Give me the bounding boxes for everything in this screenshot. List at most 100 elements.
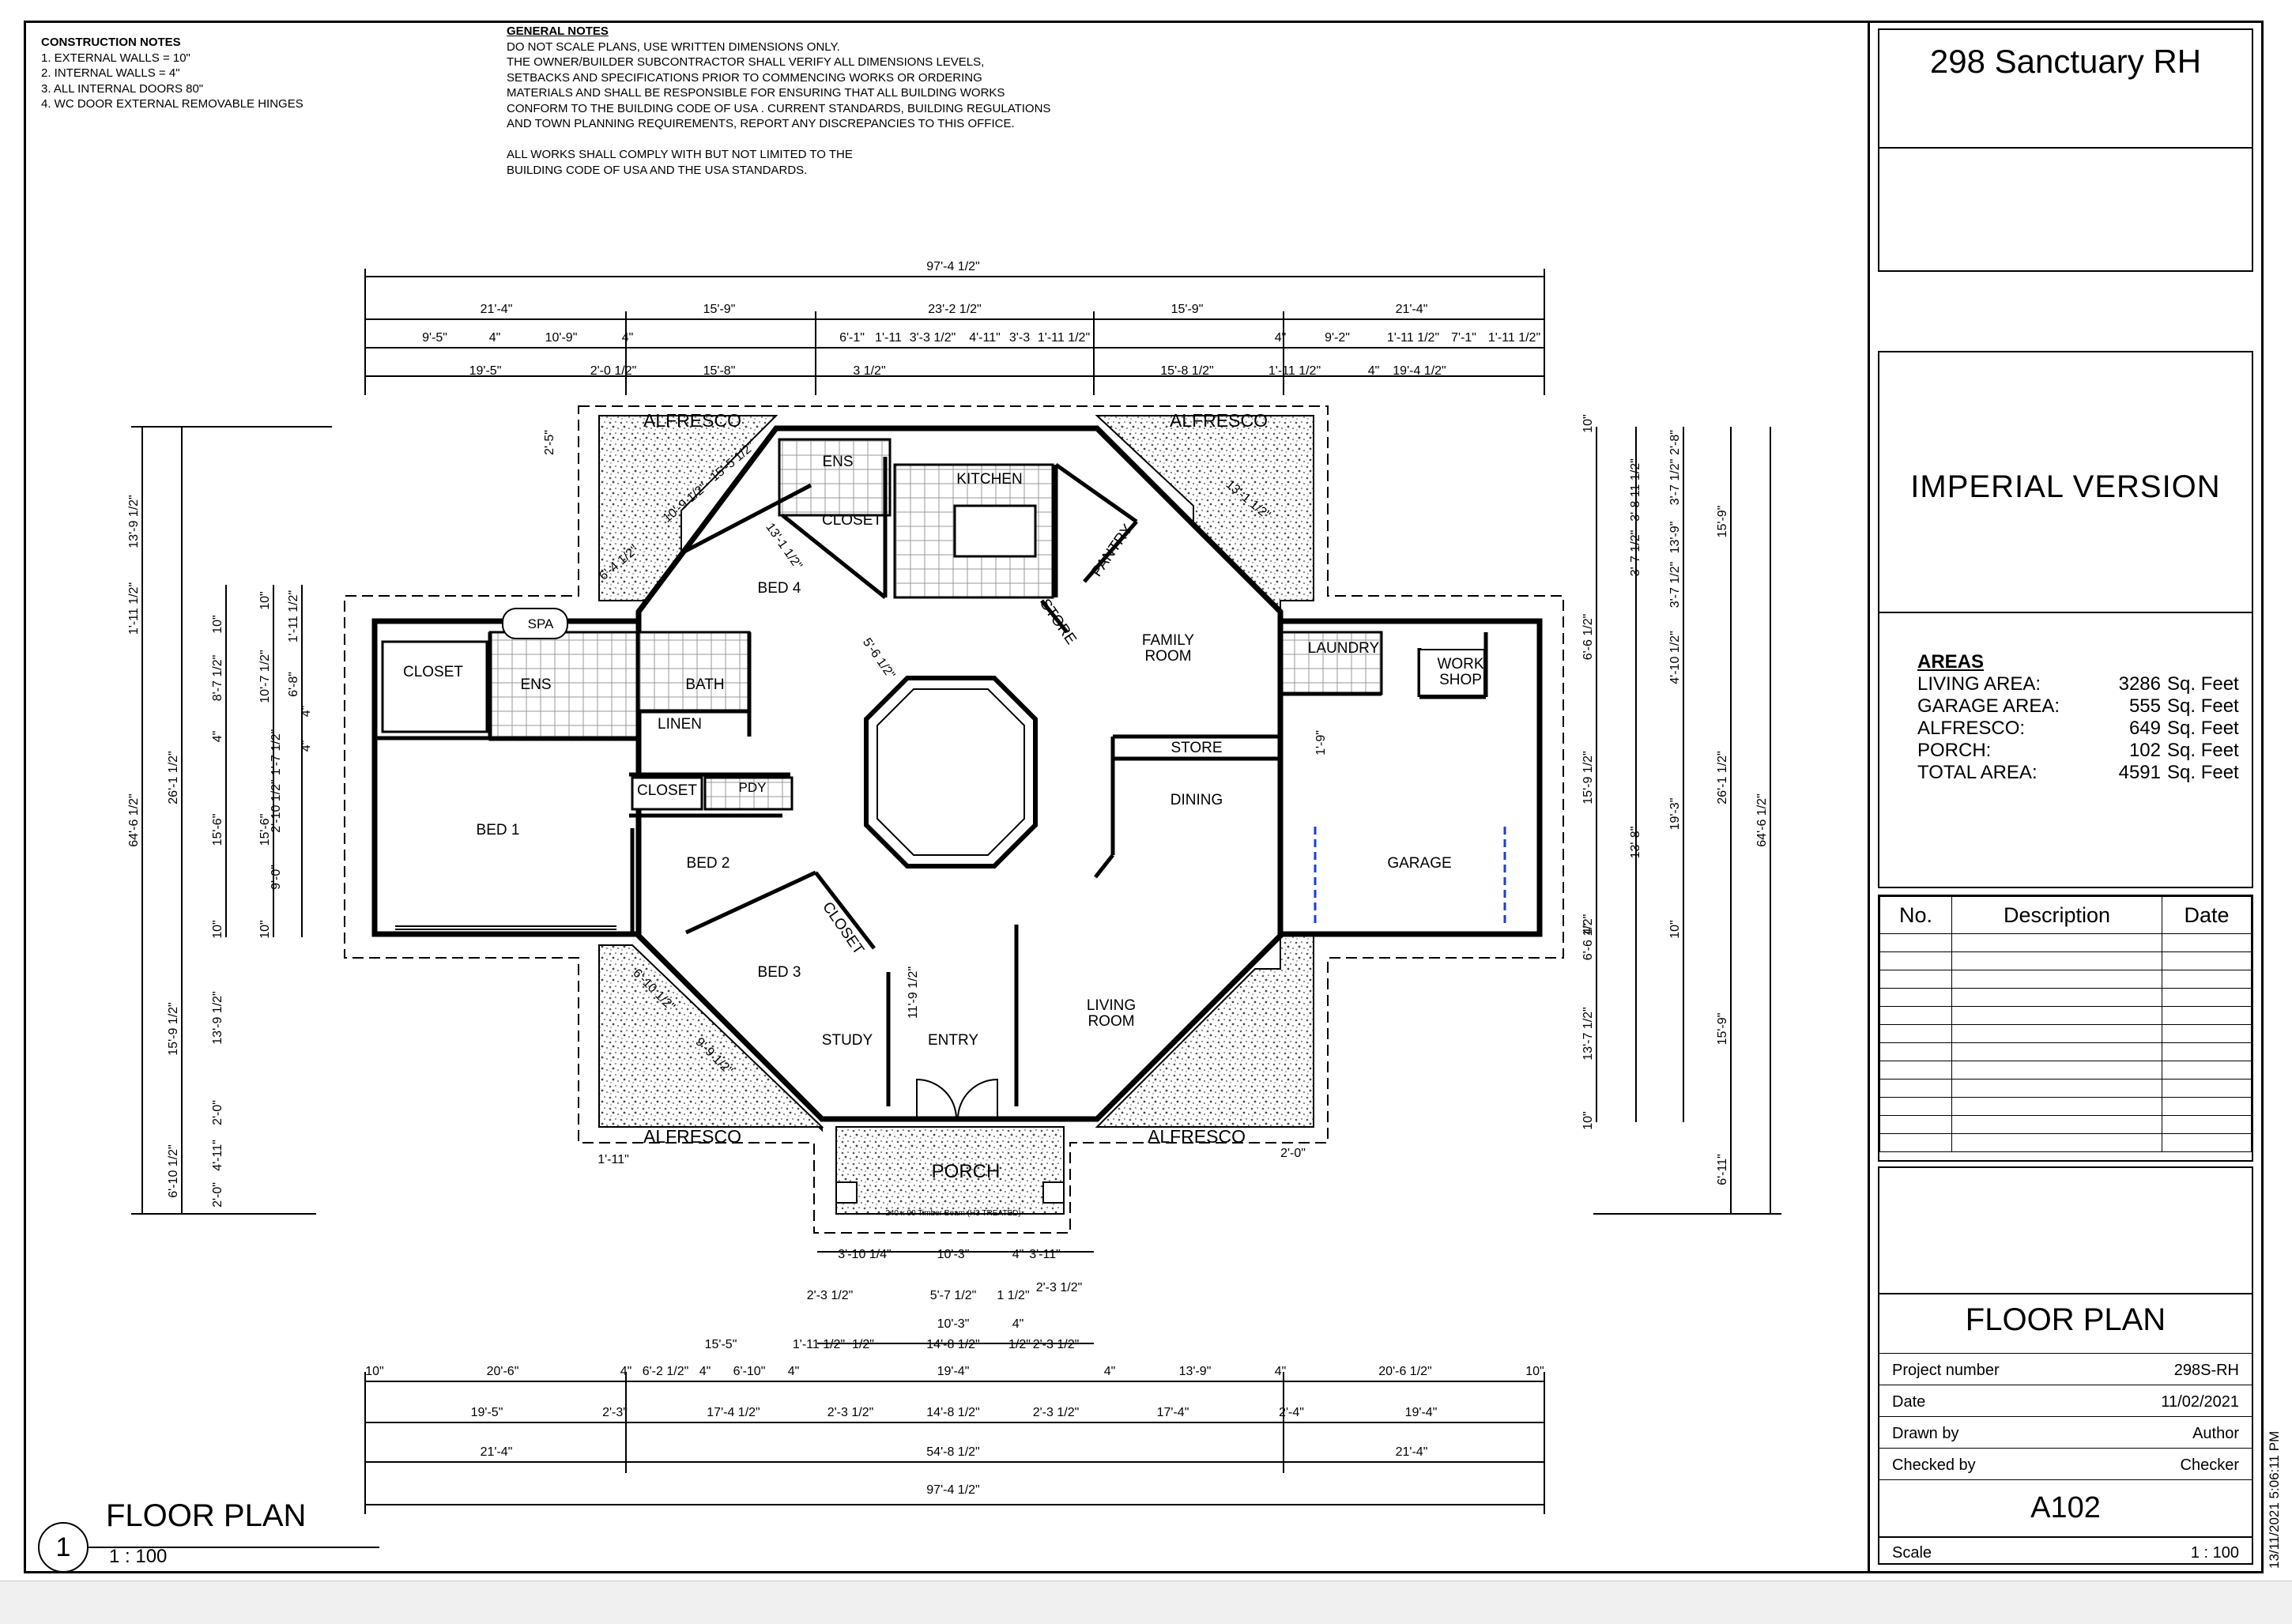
bottom-dimension-text: 3'-10 1/4" 10'-3" 4" 3'-11" 2'-3 1/2" 5'…: [365, 1248, 1544, 1497]
top-dimension-text: 97'-4 1/2" 21'-4" 15'-9" 23'-2 1/2" 15'-…: [422, 260, 1540, 378]
wall: [781, 514, 887, 599]
room-labels: ALFRESCO ALFRESCO ALFRESCO ALFRESCO ENS …: [403, 410, 1484, 1218]
closet-label: CLOSET: [637, 782, 697, 799]
dim-text: 6'-2 1/2": [643, 1365, 689, 1378]
field-value: 298S-RH: [2173, 1362, 2239, 1379]
revision-header: Description: [1951, 896, 2162, 934]
dim-text: 10": [258, 920, 272, 938]
dim-text: 15'-5": [705, 1338, 737, 1351]
dim-text: 10'-9": [545, 331, 578, 345]
dim-text: 13'-8": [1629, 827, 1642, 859]
construction-notes-title: CONSTRUCTION NOTES: [41, 36, 181, 49]
general-note-line: MATERIALS AND SHALL BE RESPONSIBLE FOR E…: [507, 86, 1005, 100]
dim-text: 21'-4": [481, 1445, 513, 1459]
dim-text: 97'-4 1/2": [926, 260, 979, 273]
revision-row: [1879, 970, 2252, 989]
dim-text: 4": [1012, 1317, 1024, 1331]
general-note-line: ALL WORKS SHALL COMPLY WITH BUT NOT LIMI…: [507, 148, 853, 161]
drawing-title: FLOOR PLAN: [1965, 1302, 2166, 1337]
dim-text: 4'-11": [211, 1140, 224, 1171]
ens-tiles-left: [488, 631, 639, 741]
bottom-band: [0, 1581, 2292, 1624]
sheet-info-blank: [1879, 1168, 2252, 1294]
alfresco-label: ALFRESCO: [1148, 1126, 1246, 1147]
wall: [1054, 462, 1138, 524]
logo-box: [1878, 147, 2253, 272]
dim-text: 3'-8 11 1/2": [1629, 458, 1642, 522]
dim-text: 17'-4": [1157, 1406, 1189, 1419]
revision-table: No. Description Date: [1879, 896, 2252, 1152]
living-room-label: ROOM: [1088, 1013, 1134, 1030]
revision-row: [1879, 1024, 2252, 1043]
revision-header-row: No. Description Date: [1879, 896, 2252, 934]
dim-text: 5'-7 1/2": [930, 1289, 977, 1302]
dim-text: 19'-4 1/2": [1393, 364, 1446, 378]
field-label: Checked by: [1892, 1456, 1976, 1474]
dim-text: 6'-11": [1716, 1154, 1729, 1185]
dim-text: 1'-9": [1314, 730, 1328, 755]
revision-row: [1879, 988, 2252, 1007]
dim-text: 4": [1581, 924, 1595, 936]
pdy-box: [703, 776, 794, 811]
dim-text: 2'-0": [211, 1100, 224, 1125]
porch-beam-note: 240 x 90 Timber Beam (H3 TREATED): [885, 1209, 1020, 1218]
dim-text: 6'-6 1/2": [1581, 614, 1595, 661]
roof-outline: [344, 405, 1564, 1234]
field-value: Checker: [2180, 1456, 2239, 1474]
entry-label: ENTRY: [928, 1032, 978, 1049]
alfresco-sw-area-2: [598, 944, 824, 1128]
dim-text: 1'-11 1/2": [793, 1338, 845, 1351]
project-name-box: 298 Sanctuary RH: [1878, 28, 2253, 149]
dim-text: 2'-10 1/2": [270, 779, 283, 832]
dim-text: 2'-3 1/2": [827, 1406, 874, 1419]
wall: [814, 871, 876, 950]
family-room-label: ROOM: [1144, 648, 1191, 665]
closet-label: CLOSET: [403, 664, 463, 680]
dim-text: 26'-1 1/2": [1716, 751, 1729, 804]
study-label: STUDY: [822, 1032, 873, 1049]
general-note-line: THE OWNER/BUILDER SUBCONTRACTOR SHALL VE…: [507, 55, 985, 69]
dim-text: 6'-10": [733, 1365, 766, 1378]
dim-text: 3'-3: [1009, 331, 1030, 345]
dim-text: 10": [1525, 1365, 1544, 1378]
entry-door-right: [957, 1078, 998, 1120]
dim-text: 1'-11 1/2": [287, 590, 300, 642]
dim-text: 9'-5": [422, 331, 447, 345]
dim-text: 3'-7 1/2": [1668, 562, 1682, 609]
bed3-label: BED 3: [758, 964, 801, 981]
living-room-label: LIVING: [1087, 997, 1136, 1014]
dim-text: 3'-11": [1029, 1248, 1061, 1261]
porch-area: [835, 1126, 1065, 1215]
dim-text: 1'-7 1/2": [270, 729, 283, 776]
dim-text: 4": [1104, 1365, 1116, 1378]
general-note-line: AND TOWN PLANNING REQUIREMENTS, REPORT A…: [507, 117, 1015, 130]
dim-text: 10": [1668, 920, 1682, 938]
drawing-sheet-border: [24, 21, 2264, 1573]
wall: [684, 870, 817, 935]
wall: [1083, 520, 1138, 583]
plan-scale: 1 : 100: [109, 1546, 168, 1567]
ens-label: ENS: [822, 454, 853, 470]
dim-text: 4": [211, 731, 224, 743]
dim-text: 19'-4": [937, 1365, 970, 1378]
dim-text: 4": [620, 1365, 632, 1378]
closet-bed2: [631, 776, 703, 811]
dim-text: 1/2": [852, 1338, 874, 1351]
kitchen-island: [953, 504, 1037, 558]
dim-text: 10'-7 1/2": [258, 650, 272, 703]
dim-text: 3'-7 1/2": [1629, 530, 1642, 577]
dim-text: 23'-2 1/2": [928, 303, 981, 316]
dim-text: 1'-11 1/2": [127, 582, 141, 635]
dim-text: 17'-4 1/2": [707, 1406, 760, 1419]
dim-text: 1'-11 1/2": [1387, 331, 1439, 345]
dim-text: 4": [699, 1365, 711, 1378]
plan-title: FLOOR PLAN: [106, 1498, 307, 1533]
dim-text: 6'-10 1/2": [167, 1144, 180, 1197]
dim-text: 4": [489, 331, 501, 345]
bath-label: BATH: [685, 676, 724, 693]
revision-row: [1879, 1115, 2252, 1134]
dim-text: 3'-7 1/2": [1668, 459, 1682, 506]
dim-text: 2'-0 1/2": [590, 364, 637, 378]
dining-label: DINING: [1171, 792, 1223, 808]
